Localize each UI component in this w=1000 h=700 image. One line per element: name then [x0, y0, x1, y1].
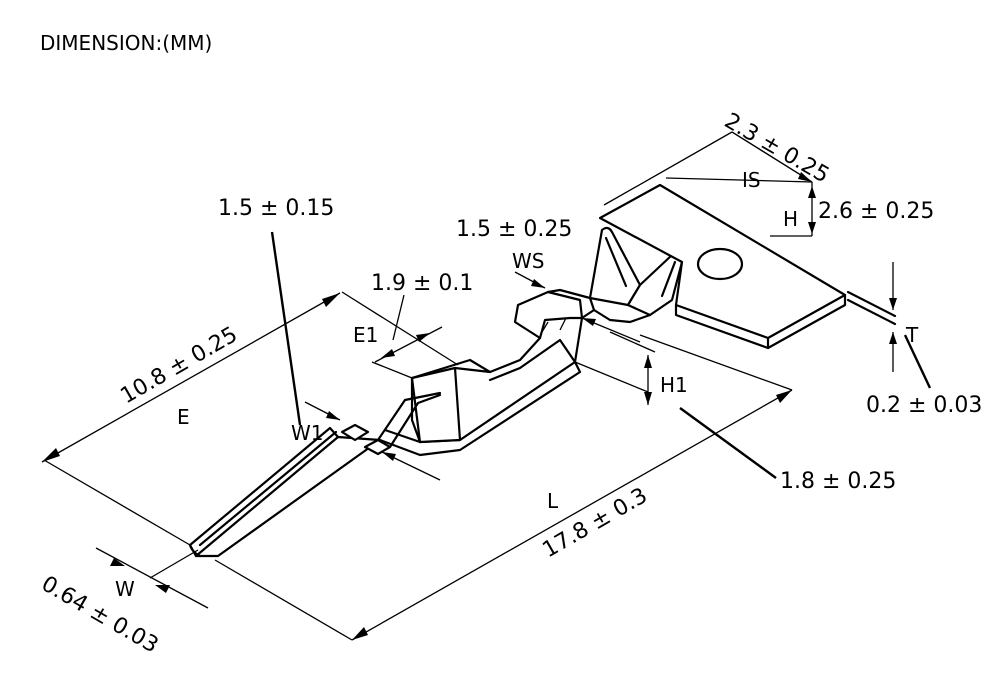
- body-lower-plate: [378, 360, 582, 457]
- flag-hole: [696, 247, 744, 281]
- h1-symbol: H1: [660, 373, 688, 397]
- l-symbol: L: [547, 489, 559, 513]
- drawing-title: DIMENSION:(MM): [40, 31, 212, 55]
- dimension-lines: [41, 131, 932, 641]
- e-symbol: E: [177, 405, 190, 429]
- wire-barrel: [488, 290, 584, 374]
- e1-value: 1.9 ± 0.1: [371, 271, 473, 296]
- h-symbol: H: [783, 207, 798, 231]
- h1-value: 1.8 ± 0.25: [780, 469, 896, 494]
- dimension-labels: 1.5 ± 0.15 1.5 ± 0.25 WS 1.9 ± 0.1 E1 10…: [37, 109, 982, 659]
- insulation-barrel: [588, 226, 642, 307]
- terminal-body: [188, 183, 897, 558]
- is-value: 2.3 ± 0.25: [720, 109, 833, 189]
- is-symbol: IS: [742, 168, 761, 192]
- ws-symbol: WS: [512, 249, 544, 273]
- w-symbol: W: [115, 577, 135, 601]
- e-value: 10.8 ± 0.25: [117, 322, 242, 409]
- h-value: 2.6 ± 0.25: [818, 199, 934, 224]
- front-box: [410, 366, 462, 444]
- t-symbol: T: [905, 323, 919, 347]
- flag-tab: [598, 183, 847, 340]
- contact-pin: [194, 435, 382, 558]
- w1-symbol: W1: [291, 421, 324, 445]
- w1-value: 1.5 ± 0.15: [218, 196, 334, 221]
- ws-value: 1.5 ± 0.25: [456, 217, 572, 242]
- w-value: 0.64 ± 0.03: [37, 572, 162, 659]
- e1-symbol: E1: [353, 323, 378, 347]
- t-value: 0.2 ± 0.03: [866, 393, 982, 418]
